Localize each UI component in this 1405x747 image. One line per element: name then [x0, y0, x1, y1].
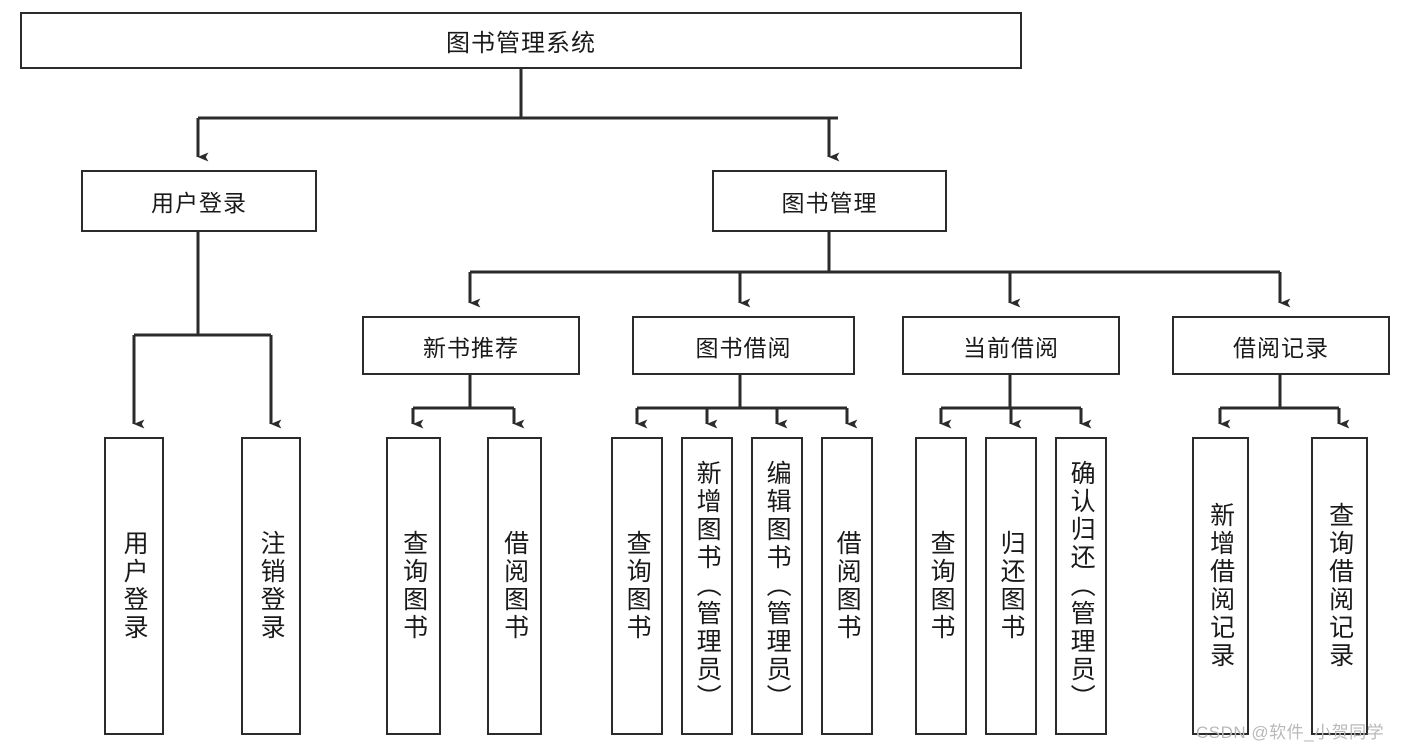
node-book-manage-label: 图书管理: [781, 190, 878, 216]
node-leaf-edit-book-admin-label: 编辑图书（管理员）: [763, 460, 792, 712]
node-leaf-borrow-book-label: 借阅图书: [833, 530, 862, 642]
node-new-book-rec[interactable]: 新书推荐: [362, 316, 580, 375]
node-leaf-query-book-rec-label: 查询图书: [399, 530, 428, 642]
node-user-login[interactable]: 用户登录: [81, 170, 317, 232]
node-book-borrow-label: 图书借阅: [695, 334, 792, 361]
node-leaf-add-book-admin[interactable]: 新增图书（管理员）: [681, 437, 733, 735]
node-leaf-query-book-cur-label: 查询图书: [927, 530, 956, 642]
node-leaf-confirm-return-admin[interactable]: 确认归还（管理员）: [1055, 437, 1107, 735]
node-leaf-user-logout-label: 注销登录: [257, 530, 286, 642]
node-borrow-record[interactable]: 借阅记录: [1172, 316, 1390, 375]
node-leaf-user-login[interactable]: 用户登录: [104, 437, 164, 735]
node-leaf-return-book-label: 归还图书: [997, 530, 1026, 642]
node-leaf-return-book[interactable]: 归还图书: [985, 437, 1037, 735]
node-root-label: 图书管理系统: [446, 30, 596, 57]
node-book-borrow[interactable]: 图书借阅: [632, 316, 855, 375]
node-leaf-edit-book-admin[interactable]: 编辑图书（管理员）: [751, 437, 803, 735]
node-new-book-rec-label: 新书推荐: [423, 334, 519, 361]
node-leaf-query-borrow-record[interactable]: 查询借阅记录: [1311, 437, 1368, 735]
node-leaf-query-book-borrow[interactable]: 查询图书: [611, 437, 663, 735]
node-leaf-borrow-book-rec-label: 借阅图书: [500, 530, 529, 642]
node-leaf-add-borrow-record-label: 新增借阅记录: [1206, 502, 1235, 670]
node-current-borrow[interactable]: 当前借阅: [902, 316, 1120, 375]
node-leaf-user-logout[interactable]: 注销登录: [241, 437, 301, 735]
node-leaf-borrow-book-rec[interactable]: 借阅图书: [487, 437, 542, 735]
node-leaf-query-borrow-record-label: 查询借阅记录: [1325, 502, 1354, 670]
node-leaf-confirm-return-admin-label: 确认归还（管理员）: [1067, 460, 1096, 712]
node-user-login-label: 用户登录: [151, 190, 247, 216]
node-leaf-query-book-cur[interactable]: 查询图书: [915, 437, 967, 735]
node-leaf-add-borrow-record[interactable]: 新增借阅记录: [1192, 437, 1249, 735]
node-leaf-add-book-admin-label: 新增图书（管理员）: [693, 460, 722, 712]
node-leaf-query-book-borrow-label: 查询图书: [623, 530, 652, 642]
node-leaf-query-book-rec[interactable]: 查询图书: [386, 437, 441, 735]
node-leaf-borrow-book[interactable]: 借阅图书: [821, 437, 873, 735]
node-current-borrow-label: 当前借阅: [963, 334, 1059, 361]
node-root[interactable]: 图书管理系统: [20, 12, 1022, 69]
node-leaf-user-login-label: 用户登录: [120, 530, 149, 642]
node-book-manage[interactable]: 图书管理: [712, 170, 947, 232]
csdn-watermark: CSDN @软件_小贺同学: [1196, 723, 1385, 742]
node-borrow-record-label: 借阅记录: [1233, 334, 1329, 361]
